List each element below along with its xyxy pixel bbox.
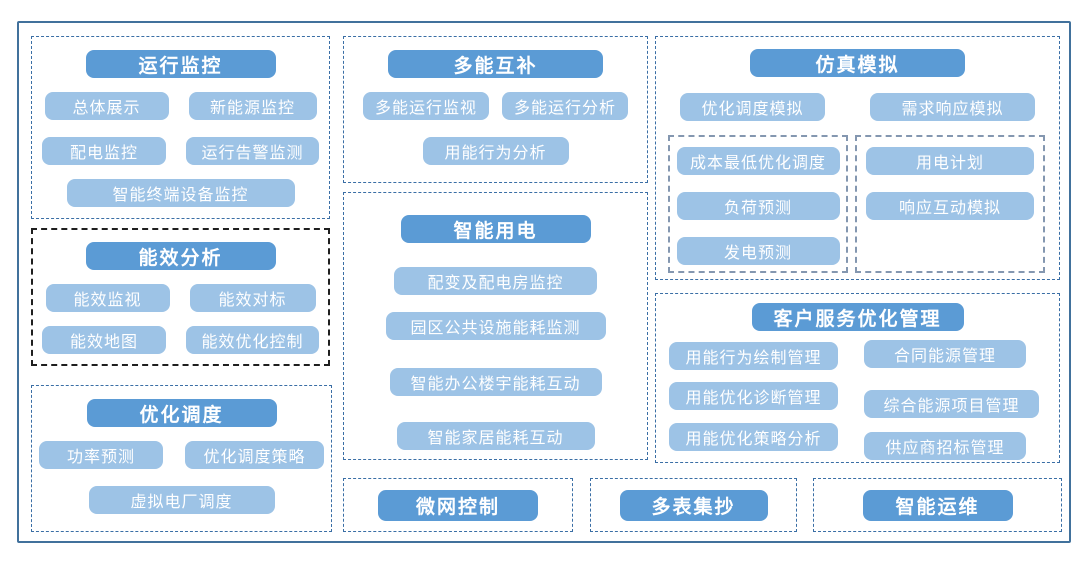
section-header: 智能运维 <box>862 490 1013 521</box>
right-column: 合同能源管理 综合能源项目管理 供应商招标管理 <box>864 331 1039 460</box>
item-row: 总体展示 新能源监控 <box>44 92 317 120</box>
sub-box-dispatch-forecast: 成本最低优化调度 负荷预测 发电预测 <box>668 135 848 273</box>
module-box: 总体展示 <box>44 92 169 120</box>
section-smart-operation-maintenance: 智能运维 <box>813 478 1062 532</box>
module-box: 用能优化策略分析 <box>669 423 838 451</box>
left-column: 用能行为绘制管理 用能优化诊断管理 用能优化策略分析 <box>669 331 838 460</box>
item-row: 虚拟电厂调度 <box>88 486 275 514</box>
section-header: 多能互补 <box>388 50 603 78</box>
section-optimization-dispatch: 优化调度 功率预测 优化调度策略 虚拟电厂调度 <box>31 385 332 532</box>
module-box: 综合能源项目管理 <box>864 390 1039 418</box>
section-microgrid-control: 微网控制 <box>343 478 573 532</box>
item-row: 多能运行监视 多能运行分析 <box>363 92 628 120</box>
section-operation-monitoring: 运行监控 总体展示 新能源监控 配电监控 运行告警监测 智能终端设备监控 <box>31 36 330 219</box>
module-box: 用能行为绘制管理 <box>669 342 838 370</box>
module-box: 用能行为分析 <box>422 137 569 165</box>
module-box: 用能优化诊断管理 <box>669 382 838 410</box>
module-box: 智能终端设备监控 <box>66 179 295 207</box>
module-box: 需求响应模拟 <box>870 93 1035 121</box>
section-header: 多表集抄 <box>619 490 768 521</box>
section-header: 优化调度 <box>86 399 277 427</box>
module-box: 配变及配电房监控 <box>394 267 597 295</box>
module-box: 新能源监控 <box>188 92 317 120</box>
module-box: 智能家居能耗互动 <box>396 422 595 450</box>
item-row: 能效地图 能效优化控制 <box>42 326 319 354</box>
section-energy-efficiency-analysis: 能效分析 能效监视 能效对标 能效地图 能效优化控制 <box>31 228 330 366</box>
module-box: 发电预测 <box>676 237 840 265</box>
module-box: 多能运行分析 <box>502 92 628 120</box>
module-box: 合同能源管理 <box>864 340 1026 368</box>
module-box: 能效地图 <box>42 326 166 354</box>
module-box: 能效监视 <box>45 284 170 312</box>
item-row: 功率预测 优化调度策略 <box>39 441 324 469</box>
module-box: 成本最低优化调度 <box>676 147 840 175</box>
section-header: 仿真模拟 <box>750 49 965 77</box>
module-box: 响应互动模拟 <box>866 192 1034 220</box>
sub-box-power-plan: 用电计划 响应互动模拟 <box>855 135 1045 273</box>
section-header: 能效分析 <box>85 242 276 270</box>
item-row: 优化调度模拟 需求响应模拟 <box>680 93 1035 121</box>
section-multi-energy-complementation: 多能互补 多能运行监视 多能运行分析 用能行为分析 <box>343 36 648 183</box>
module-box: 园区公共设施能耗监测 <box>385 312 606 340</box>
module-box: 功率预测 <box>39 441 163 469</box>
module-box: 智能办公楼宇能耗互动 <box>389 368 602 396</box>
section-header: 运行监控 <box>85 50 276 78</box>
section-multi-meter-reading: 多表集抄 <box>590 478 797 532</box>
section-smart-power-use: 智能用电 配变及配电房监控 园区公共设施能耗监测 智能办公楼宇能耗互动 智能家居… <box>343 192 648 460</box>
module-box: 优化调度模拟 <box>680 93 825 121</box>
module-box: 供应商招标管理 <box>864 432 1026 460</box>
module-box: 负荷预测 <box>676 192 840 220</box>
item-columns: 用能行为绘制管理 用能优化诊断管理 用能优化策略分析 合同能源管理 综合能源项目… <box>656 331 1039 460</box>
module-box: 优化调度策略 <box>185 441 324 469</box>
section-simulation: 仿真模拟 优化调度模拟 需求响应模拟 成本最低优化调度 负荷预测 发电预测 用电… <box>655 36 1060 280</box>
module-box: 用电计划 <box>866 147 1034 175</box>
module-box: 虚拟电厂调度 <box>88 486 275 514</box>
sub-box-row: 成本最低优化调度 负荷预测 发电预测 用电计划 响应互动模拟 <box>656 135 1045 273</box>
item-row: 能效监视 能效对标 <box>45 284 316 312</box>
module-box: 配电监控 <box>42 137 166 165</box>
section-header: 客户服务优化管理 <box>751 303 964 331</box>
module-box: 能效对标 <box>189 284 316 312</box>
section-header: 微网控制 <box>378 490 538 521</box>
section-customer-service-optimization: 客户服务优化管理 用能行为绘制管理 用能优化诊断管理 用能优化策略分析 合同能源… <box>655 293 1060 463</box>
item-row: 用能行为分析 <box>422 137 569 165</box>
module-box: 运行告警监测 <box>186 137 319 165</box>
outer-frame <box>17 21 1071 543</box>
item-row: 配电监控 运行告警监测 <box>42 137 319 165</box>
module-box: 能效优化控制 <box>186 326 319 354</box>
section-header: 智能用电 <box>400 215 591 243</box>
item-row: 智能终端设备监控 <box>66 179 295 207</box>
module-box: 多能运行监视 <box>363 92 489 120</box>
